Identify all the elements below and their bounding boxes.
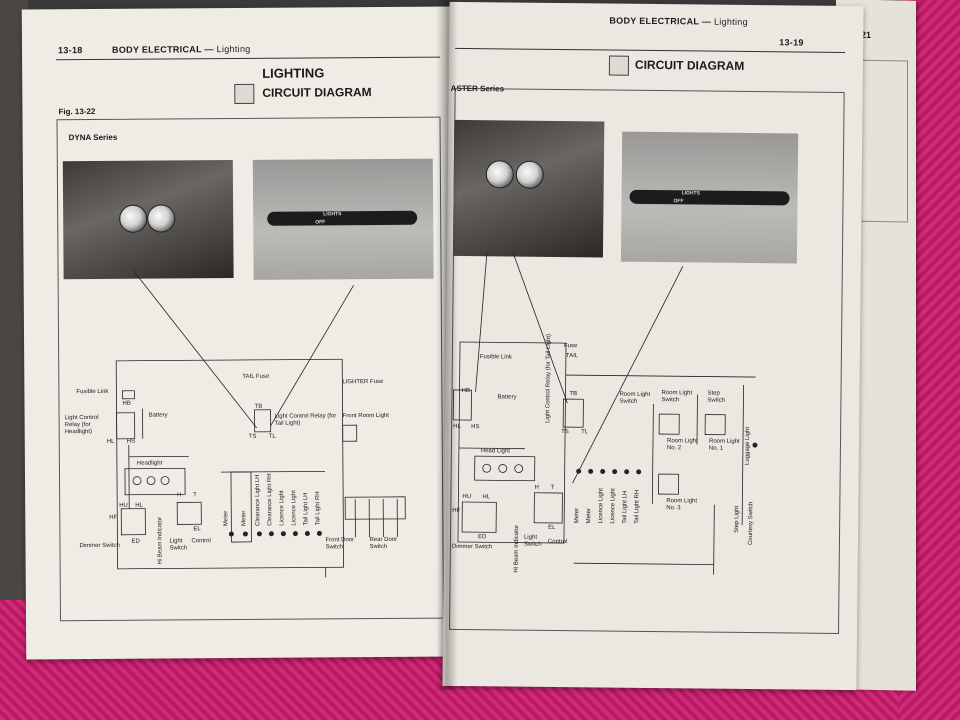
term-h: H — [534, 484, 539, 491]
term-hl: HL — [106, 438, 115, 445]
meter-label: Meter — [223, 510, 230, 527]
term-hf: HF — [109, 514, 118, 521]
book-gutter-shadow — [436, 0, 458, 690]
term-hl-2: HL — [135, 502, 143, 509]
room-light-switch-2-label: Room Light Switch — [661, 390, 693, 404]
room-light-switch-label: Room Light Switch — [619, 391, 651, 405]
term-tb: TB — [569, 391, 578, 398]
rear-door-switch-label: Rear Door Switch — [369, 536, 398, 551]
tail-label: TAIL — [565, 353, 579, 360]
tail-light-lh-label: Tail Light LH — [622, 490, 629, 524]
luggage-light-label: Luggage Light — [744, 426, 752, 466]
clearance-light-rh-label: Clearance Light RH — [266, 473, 274, 526]
left-wiring-diagram — [115, 270, 406, 578]
term-tl: TL — [581, 429, 589, 436]
licence-light-label: Licence Light — [279, 490, 286, 526]
term-ed: ED — [477, 534, 487, 541]
left-page: 13-18 BODY ELECTRICAL — Lighting LIGHTIN… — [21, 6, 455, 660]
room-light-no1-label: Room Light No. 1 — [708, 438, 740, 452]
fuse-label: Fuse — [563, 343, 578, 350]
term-t: T — [550, 484, 555, 491]
meter-label: Meter — [241, 510, 248, 526]
step-light-label: Step Light — [734, 505, 741, 533]
term-tl: TL — [268, 433, 276, 440]
term-el: EL — [548, 524, 556, 531]
hi-beam-indicator-label: Hi Beam Indicator — [157, 516, 164, 565]
lighter-fuse-label: LIGHTER Fuse — [342, 378, 384, 386]
room-light-no2-label: Room Light No. 2 — [666, 438, 698, 452]
term-hu: HU — [462, 494, 472, 501]
headlight-relay-label: Light Control Relay (for Headlight) — [64, 414, 99, 436]
term-ed: ED — [131, 538, 140, 545]
fusible-link-label: Fusible Link — [76, 388, 109, 396]
term-h: H — [177, 492, 182, 499]
term-tb: TB — [254, 403, 263, 410]
hi-beam-indicator-label: Hi Beam Indicator — [513, 524, 521, 573]
term-hs: HS — [126, 438, 136, 445]
right-page: BODY ELECTRICAL — Lighting 13-19 CIRCUIT… — [442, 1, 864, 691]
tail-light-rh-label: Tail Light RH — [315, 491, 322, 526]
step-switch-label: Step Switch — [707, 390, 726, 404]
tail-light-rh-label: Tail Light RH — [634, 489, 641, 524]
control-label: Control — [191, 538, 211, 545]
battery-label: Battery — [497, 394, 517, 401]
term-hb: HB — [122, 400, 131, 407]
front-door-switch-label: Front Door Switch — [325, 537, 355, 551]
term-el: EL — [193, 526, 201, 533]
tail-relay-label: Light Control Relay (for Tail Light) — [545, 333, 553, 423]
term-hb: HB — [461, 387, 470, 395]
meter-label: Meter — [586, 507, 593, 524]
headlight-label: Headlight — [136, 460, 163, 467]
term-ts: TS — [561, 429, 569, 436]
front-room-light-label: Front Room Light — [342, 412, 389, 420]
courtesy-switch-label: Courtesy Switch — [747, 501, 755, 546]
battery-label: Battery — [148, 412, 168, 419]
tail-relay-label: Light Control Relay (for Tail Light) — [274, 413, 337, 427]
licence-light-label: Licence Light — [291, 490, 298, 526]
head-light-label: Head Light — [480, 448, 510, 455]
room-light-no3-label: Room Light No. 3 — [666, 498, 698, 512]
tail-fuse-label: TAIL Fuse — [242, 373, 270, 380]
term-hu: HU — [119, 502, 128, 509]
clearance-light-lh-label: Clearance Light LH — [254, 474, 262, 526]
licence-light-label: Licence Light — [610, 488, 617, 524]
licence-light-label: Licence Light — [598, 488, 605, 524]
term-hl-2: HL — [482, 494, 491, 501]
light-switch-label: Light Switch — [523, 534, 542, 548]
right-wiring-diagram — [452, 252, 758, 575]
tail-light-lh-label: Tail Light LH — [303, 492, 310, 526]
dimmer-switch-label: Dimmer Switch — [79, 542, 120, 550]
control-label: Control — [547, 538, 568, 546]
term-ts: TS — [248, 433, 257, 440]
fusible-link-label: Fusible Link — [479, 354, 512, 361]
term-hs: HS — [471, 424, 480, 431]
meter-label: Meter — [574, 507, 581, 524]
term-t: T — [193, 492, 197, 499]
